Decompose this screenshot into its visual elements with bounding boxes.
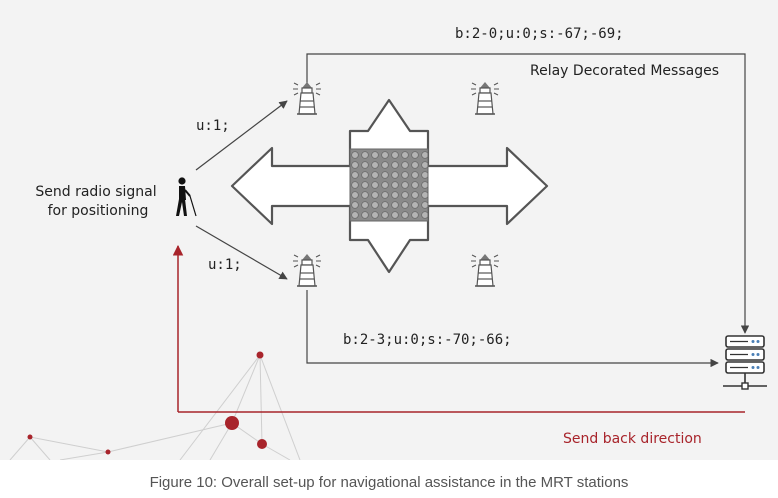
signal-bottom-label: u:1;: [208, 257, 242, 273]
message-bottom-label: b:2-3;u:0;s:-70;-66;: [343, 332, 512, 348]
signal-arrow-bottom: [195, 225, 288, 280]
signal-arrow-top: [195, 100, 288, 171]
send-radio-label-line1: Send radio signal: [35, 184, 156, 200]
diagram-figure: b:2-0;u:0;s:-67;-69; Relay Decorated Mes…: [0, 0, 778, 460]
beacon-icon: [470, 253, 500, 287]
server-stack-icon: [723, 335, 767, 390]
relay-label: Relay Decorated Messages: [530, 63, 719, 79]
send-radio-label-line2: for positioning: [48, 203, 149, 219]
network-nodes: [27, 351, 267, 455]
relay-path-top: [306, 53, 750, 334]
network-decoration: [9, 354, 301, 460]
beacon-icon: [470, 81, 500, 115]
beacon-icon: [292, 253, 322, 287]
message-top-label: b:2-0;u:0;s:-67;-69;: [455, 26, 624, 42]
send-back-label: Send back direction: [563, 431, 702, 447]
tactile-paving-icon: [349, 148, 429, 222]
relay-path-bottom: [306, 290, 719, 368]
figure-caption: Figure 10: Overall set-up for navigation…: [149, 474, 629, 491]
person-with-cane-icon: [176, 177, 197, 217]
beacon-icon: [292, 81, 322, 115]
send-back-path: [172, 244, 745, 413]
signal-top-label: u:1;: [196, 118, 230, 134]
diagram-canvas: b:2-0;u:0;s:-67;-69; Relay Decorated Mes…: [9, 26, 767, 460]
